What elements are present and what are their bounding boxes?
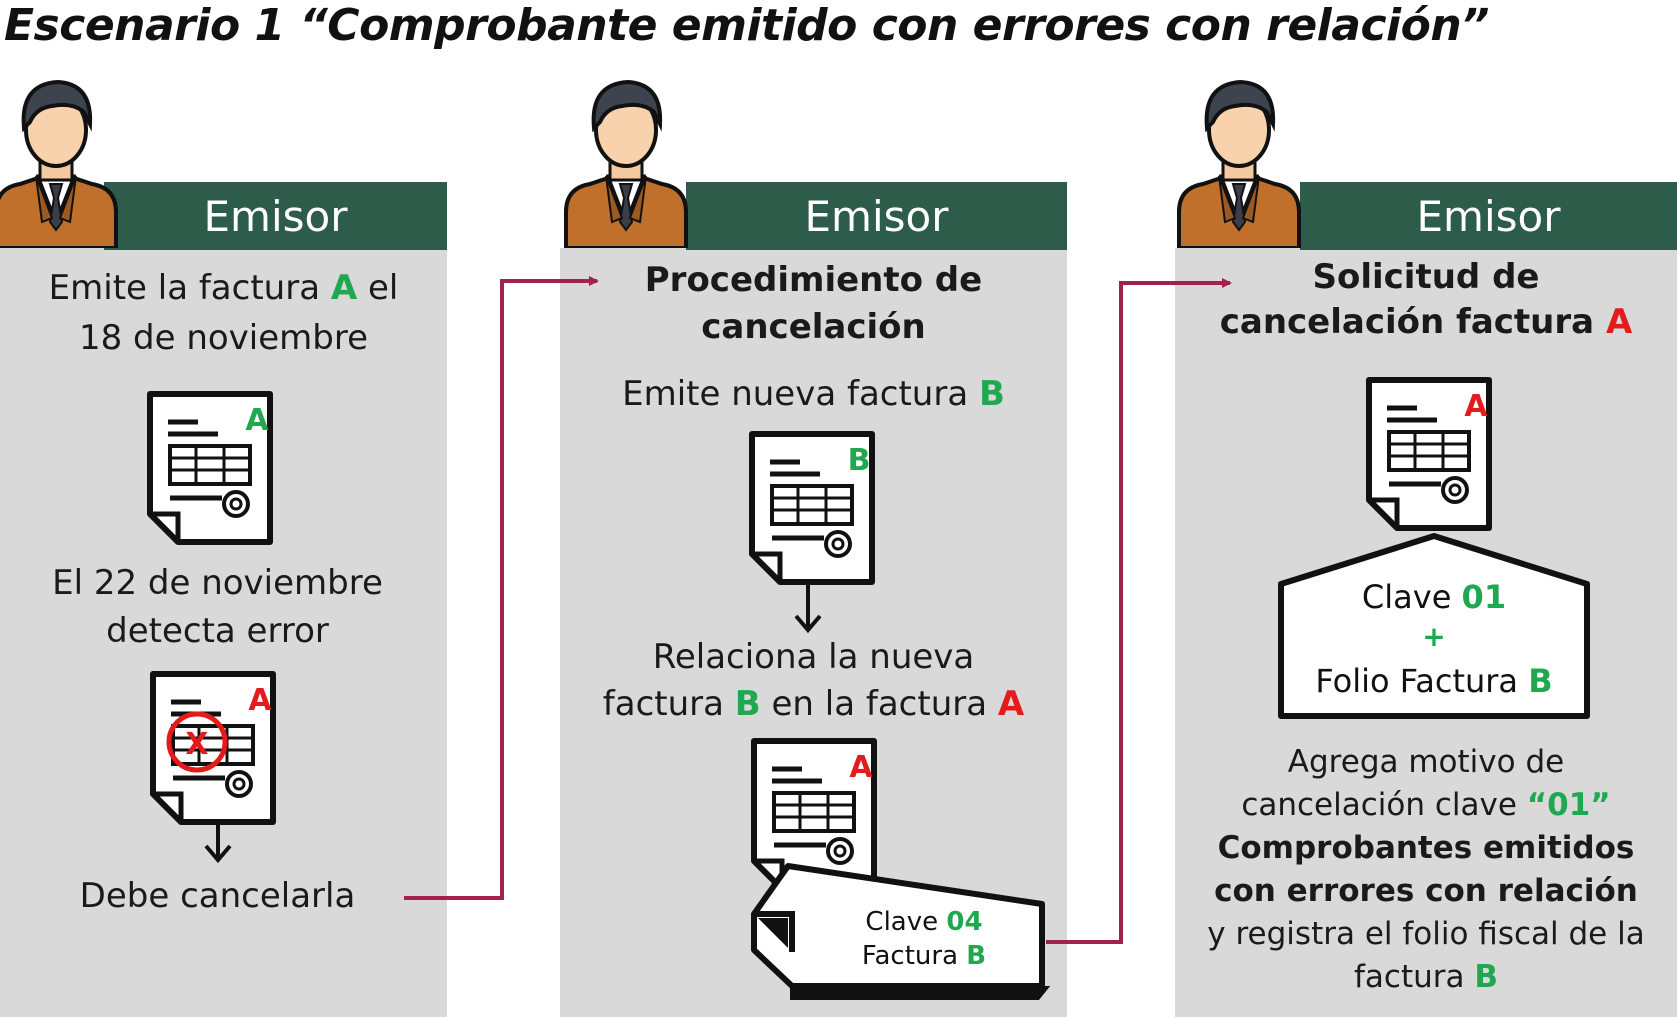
invoice-document-icon: B [749, 431, 875, 585]
person-icon [1177, 79, 1301, 248]
col2-relates-2: factura B en la factura A [602, 684, 1025, 724]
col2-relates-1: Relaciona la nueva [652, 637, 975, 677]
doc-letter: A [248, 683, 272, 718]
svg-text:Folio Factura B: Folio Factura B [1315, 662, 1552, 700]
error-circle-icon [166, 711, 228, 773]
svg-text:Clave 04: Clave 04 [865, 907, 982, 937]
person-icon [0, 79, 118, 248]
col3-paragraph: Agrega motivo de cancelación clave “01” … [1207, 744, 1645, 995]
arrow-col1-to-col2 [404, 276, 599, 900]
svg-text:Factura B: Factura B [862, 941, 986, 971]
person-icon [564, 79, 688, 248]
col1-emits-invoice: Emite la factura A el [48, 268, 399, 308]
invoice-document-icon: A [1366, 377, 1492, 531]
down-arrow-icon [794, 585, 822, 634]
col1-detect-date: El 22 de noviembre [52, 563, 383, 603]
invoice-document-icon: A [147, 391, 273, 545]
svg-text:+: + [1422, 620, 1445, 653]
clave-04-tag-icon: Clave 04 Factura B [751, 863, 1050, 1000]
svg-text:Clave 01: Clave 01 [1362, 578, 1506, 616]
invoice-error-document-icon: X A [150, 671, 276, 825]
invoice-document-icon: A [751, 738, 877, 892]
doc-letter: A [245, 403, 269, 438]
col1-date: 18 de noviembre [78, 318, 369, 358]
diagram-title: Escenario 1 “Comprobante emitido con err… [4, 0, 1490, 51]
header-emisor-2: Emisor [686, 182, 1067, 250]
down-arrow-icon [204, 822, 232, 864]
header-emisor-1: Emisor [104, 182, 447, 250]
col1-must-cancel: Debe cancelarla [79, 876, 356, 916]
error-mark: X [185, 727, 208, 762]
doc-letter: A [1464, 389, 1488, 424]
col2-new-invoice: Emite nueva factura B [622, 374, 1005, 414]
col1-detect-error: detecta error [106, 611, 329, 651]
panel-1 [0, 248, 447, 1017]
doc-letter: B [848, 443, 871, 478]
arrow-col2-to-col3 [1046, 278, 1232, 944]
header-emisor-3: Emisor [1300, 182, 1677, 250]
col3-heading: Solicitud de cancelación factura A [1219, 257, 1633, 342]
envelope-box-icon: Clave 01 + Folio Factura B [1278, 533, 1590, 719]
doc-letter: A [849, 750, 873, 785]
